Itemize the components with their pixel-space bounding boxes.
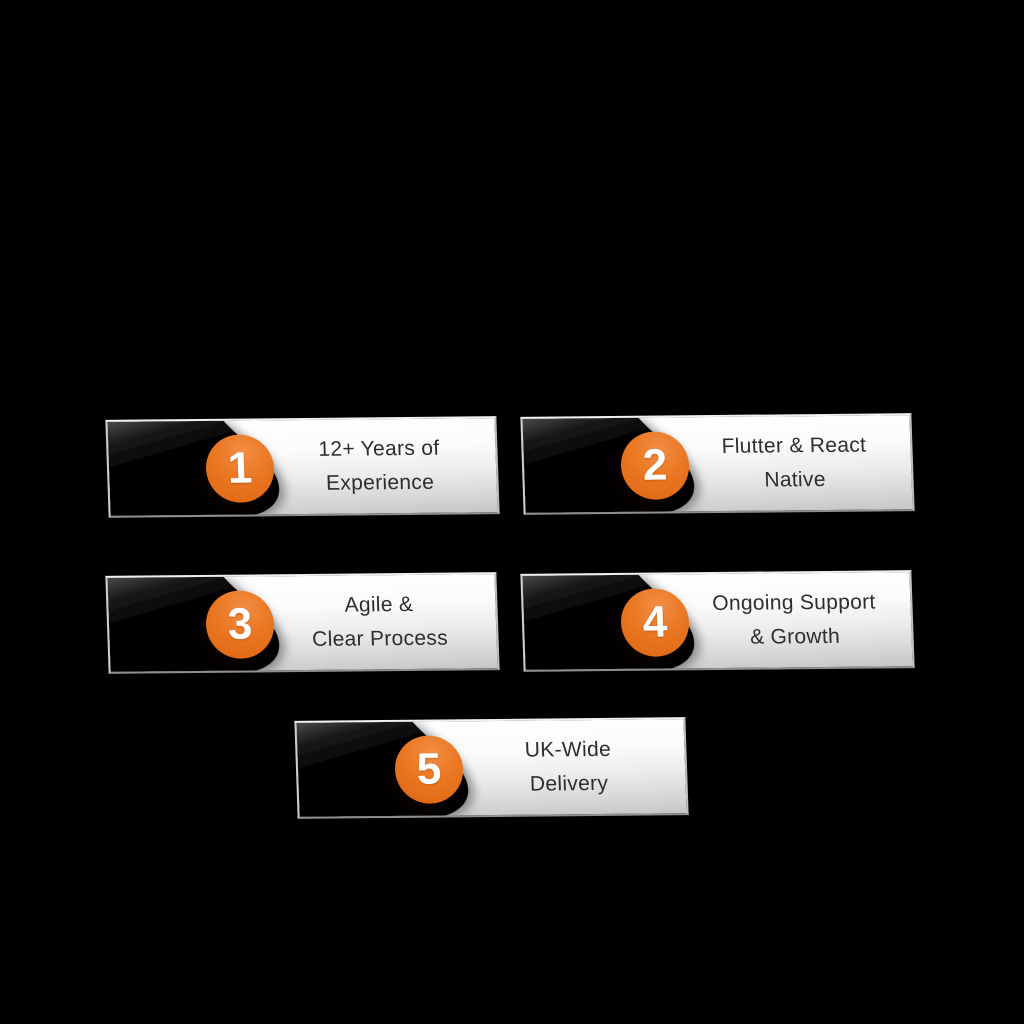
step-title-line1: Flutter & React	[721, 433, 867, 458]
step-card-4: 4 Ongoing Support & Growth	[520, 570, 915, 672]
step-title-line2: Experience	[325, 470, 435, 495]
step-card-1: 1 12+ Years of Experience	[105, 416, 500, 518]
step-title: Flutter & React Native	[681, 428, 908, 498]
step-number: 5	[415, 744, 443, 794]
step-number: 1	[226, 443, 254, 493]
step-title-line1: UK-Wide	[524, 737, 612, 762]
step-title-line1: Ongoing Support	[711, 590, 876, 616]
step-title: Ongoing Support & Growth	[681, 585, 908, 655]
step-title-line1: 12+ Years of	[318, 436, 440, 461]
step-title: UK-Wide Delivery	[455, 732, 682, 802]
step-title-line2: Native	[763, 467, 827, 492]
step-title: 12+ Years of Experience	[266, 431, 493, 501]
step-card-2: 2 Flutter & React Native	[520, 413, 915, 515]
step-title-line1: Agile &	[344, 592, 414, 617]
step-card-5: 5 UK-Wide Delivery	[294, 717, 689, 819]
step-title-line2: Clear Process	[311, 626, 449, 651]
step-number: 3	[226, 599, 254, 649]
step-card-3: 3 Agile & Clear Process	[105, 572, 500, 674]
step-number: 2	[641, 440, 669, 490]
step-title: Agile & Clear Process	[266, 587, 493, 657]
step-title-line2: Delivery	[529, 771, 609, 796]
step-title-line2: & Growth	[749, 624, 841, 649]
step-number: 4	[641, 597, 669, 647]
